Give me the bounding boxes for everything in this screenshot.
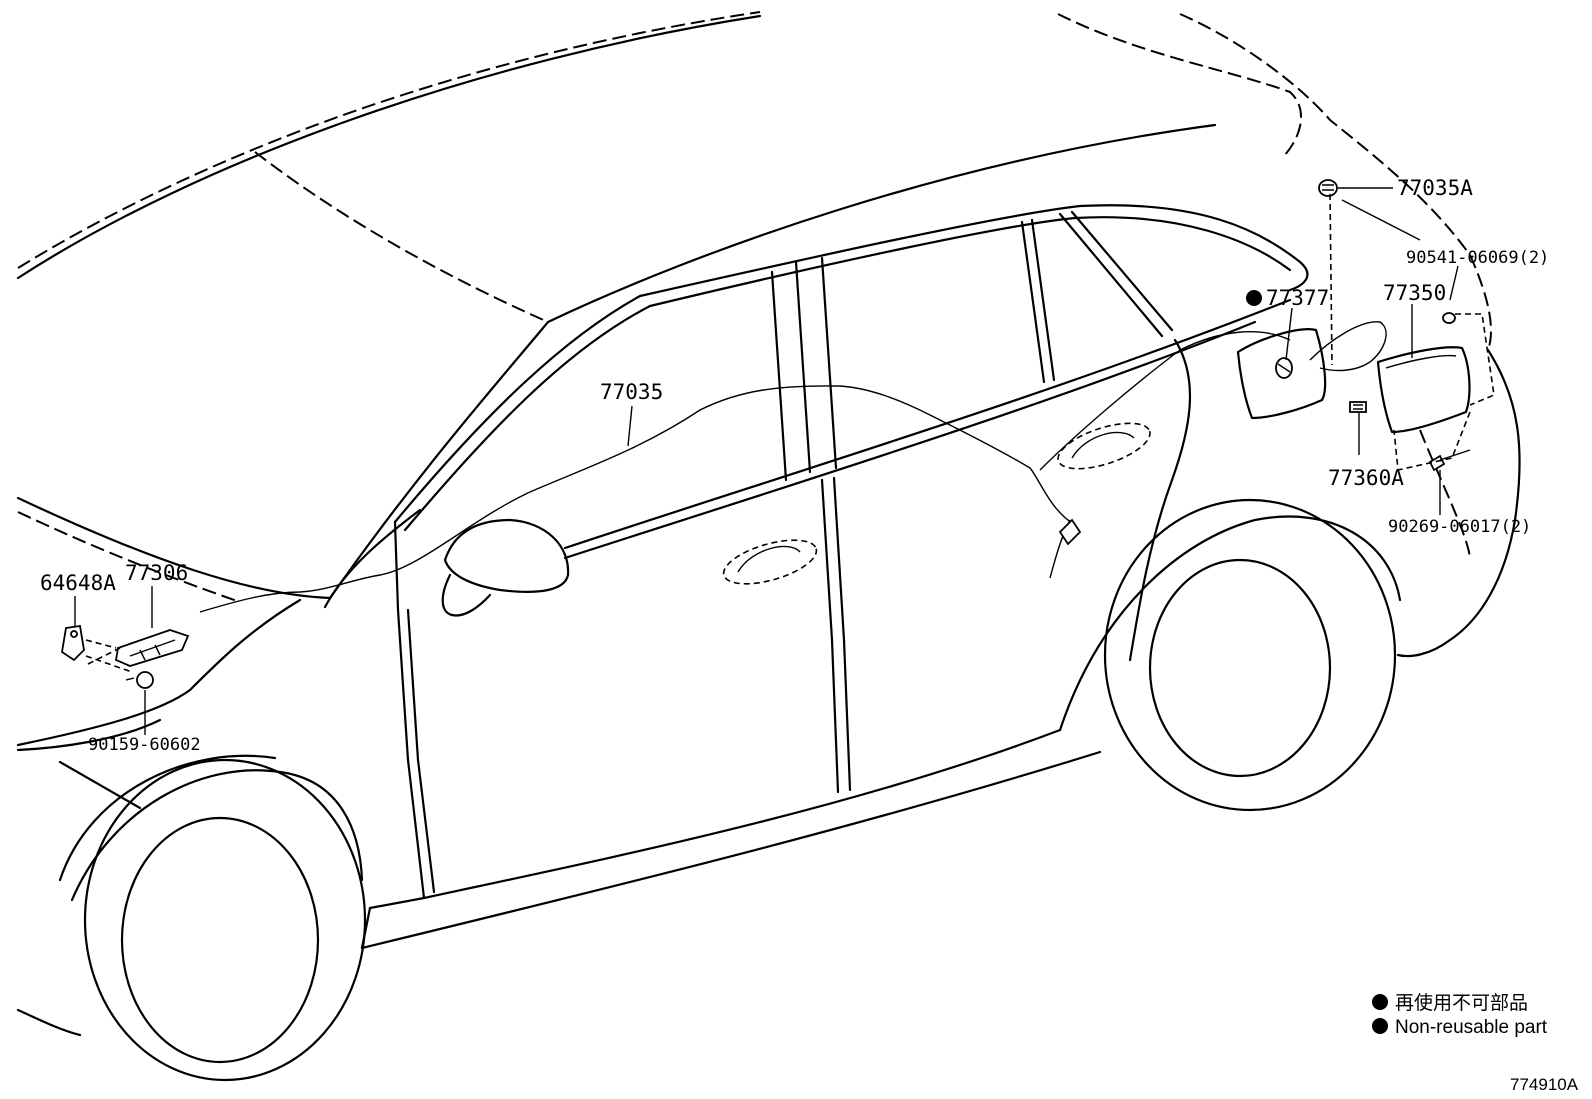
bolt-90159 bbox=[125, 671, 154, 689]
legend: 再使用不可部品 Non-reusable part bbox=[1372, 992, 1548, 1038]
door-handle-front bbox=[722, 539, 818, 585]
grommet-77035A bbox=[1318, 179, 1338, 197]
callout-77350: 77350 bbox=[1383, 281, 1446, 305]
callout-90269-06017: 90269-06017(2) bbox=[1388, 517, 1531, 537]
callout-77360A: 77360A bbox=[1328, 466, 1404, 490]
fuel-filler-door bbox=[1376, 346, 1471, 434]
fuel-lid-opener-lever bbox=[114, 629, 190, 667]
clip-90541 bbox=[1442, 312, 1456, 324]
callout-77306: 77306 bbox=[125, 561, 188, 585]
fuel-lid-opener-cable bbox=[199, 331, 1291, 613]
group-box-fuel-door bbox=[1393, 313, 1495, 471]
leader-lever-group bbox=[85, 639, 133, 673]
screw-90269 bbox=[1428, 449, 1471, 472]
legend-bullet-jp bbox=[1372, 994, 1388, 1010]
fuel-door-hinge bbox=[1349, 401, 1367, 413]
figure-number: 774910A bbox=[1510, 1075, 1579, 1094]
callout-90159-60602: 90159-60602 bbox=[88, 735, 201, 755]
legend-bullet-en bbox=[1372, 1018, 1388, 1034]
legend-jp: 再使用不可部品 bbox=[1395, 992, 1528, 1014]
leader-lines bbox=[74, 187, 1459, 735]
release-lever-bracket bbox=[61, 624, 85, 662]
vehicle-body bbox=[16, 11, 1521, 1082]
callout-77377: 77377 bbox=[1266, 286, 1329, 310]
door-handle-rear bbox=[1057, 422, 1151, 470]
callout-90541-06069: 90541-06069(2) bbox=[1406, 248, 1549, 268]
fuel-lid-spring-wire bbox=[1309, 321, 1387, 372]
non-reusable-marker bbox=[1246, 290, 1262, 306]
callout-77035: 77035 bbox=[600, 380, 663, 404]
fuel-filler-opening bbox=[1236, 328, 1327, 420]
callout-77035A: 77035A bbox=[1397, 176, 1473, 200]
fuel-lid-lock bbox=[1275, 357, 1293, 379]
legend-en: Non-reusable part bbox=[1395, 1017, 1548, 1038]
leader-grommet bbox=[1329, 193, 1333, 366]
callout-64648A: 64648A bbox=[40, 571, 116, 595]
side-mirror bbox=[441, 518, 570, 617]
